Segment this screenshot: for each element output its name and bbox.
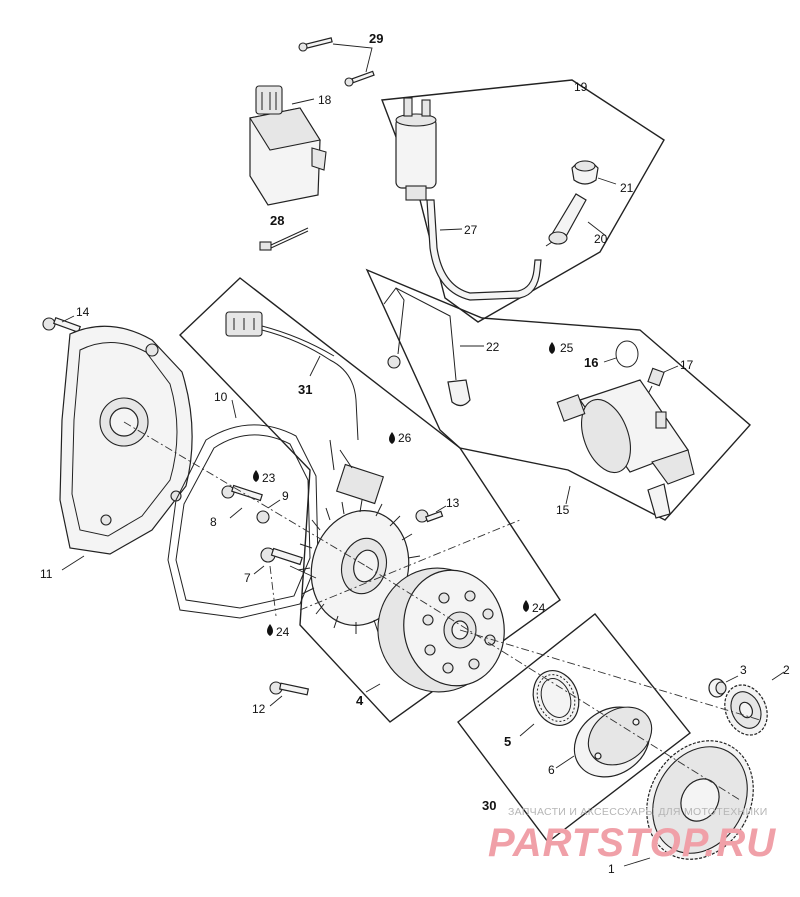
lubricant-drop-icon (523, 600, 529, 612)
callout-16: 16 (584, 355, 598, 370)
callout-23: 23 (262, 471, 276, 485)
callout-3: 3 (740, 663, 747, 677)
callout-10: 10 (214, 390, 228, 404)
callout-19: 19 (574, 80, 588, 94)
washer-9 (256, 510, 270, 524)
battery-cable-22 (383, 287, 471, 407)
bolt-29a (298, 37, 333, 52)
callout-24a: 24 (532, 601, 546, 615)
o-ring-16 (615, 340, 639, 368)
lubricant-drop-icon (549, 342, 555, 354)
cable-tie-28 (259, 227, 309, 251)
callout-4: 4 (356, 693, 364, 708)
stator-assembly (297, 499, 421, 634)
callout-6: 6 (548, 763, 555, 777)
frame-ignition-coil-group (381, 79, 665, 323)
lubricant-drop-icon (267, 624, 273, 636)
bolt-7 (260, 547, 303, 566)
callout-26: 26 (398, 431, 412, 445)
callout-31: 31 (298, 382, 312, 397)
callout-2: 2 (783, 663, 790, 677)
clutch-housing-6 (573, 706, 653, 778)
frame-starter-group (365, 268, 751, 521)
wire-harness-31 (225, 311, 359, 441)
ignition-coil-19 (395, 97, 437, 201)
callout-30: 30 (482, 798, 496, 813)
frame-clutch-group (457, 613, 691, 843)
callout-8: 8 (210, 515, 217, 529)
bolt-17 (645, 367, 665, 399)
bolt-14 (42, 316, 82, 334)
callout-27: 27 (464, 223, 478, 237)
callout-9: 9 (282, 489, 289, 503)
pickup-coil-26 (329, 439, 385, 505)
callout-5: 5 (504, 734, 511, 749)
generator-cover-11 (59, 325, 193, 555)
callout-12: 12 (252, 702, 266, 716)
cdi-unit-18 (249, 85, 327, 206)
callout-14: 14 (76, 305, 90, 319)
callout-25: 25 (560, 341, 574, 355)
high-tension-lead-27 (426, 199, 542, 301)
bolt-12 (269, 681, 310, 696)
watermark-tagline: ЗАПЧАСТИ И АКСЕССУАРЫ ДЛЯ МОТОТЕХНИКИ (508, 806, 768, 818)
callout-15: 15 (556, 503, 570, 517)
callout-20: 20 (594, 232, 608, 246)
callout-24b: 24 (276, 625, 290, 639)
callout-18: 18 (318, 93, 332, 107)
idle-gear-2 (724, 684, 768, 736)
cover-gasket-10 (167, 424, 319, 619)
lubricant-drop-icon (253, 470, 259, 482)
lubricant-drop-icon (389, 432, 395, 444)
starter-motor-15 (556, 379, 695, 519)
callout-21: 21 (620, 181, 634, 195)
callout-7: 7 (244, 571, 251, 585)
watermark-brand: PARTSTOP.RU (488, 821, 776, 865)
callout-22: 22 (486, 340, 500, 354)
bolt-13 (415, 509, 444, 523)
bolt-8 (221, 484, 263, 502)
seal-cap-21 (571, 160, 599, 185)
callout-11: 11 (40, 567, 53, 581)
callout-29: 29 (369, 31, 383, 46)
one-way-clutch-5 (532, 670, 580, 726)
callout-1: 1 (608, 862, 615, 876)
starter-driven-gear-1 (646, 740, 754, 860)
callout-17: 17 (680, 358, 694, 372)
callout-13: 13 (446, 496, 460, 510)
spark-plug-cap-20 (545, 193, 587, 247)
callout-28: 28 (270, 213, 284, 228)
bushing-3 (708, 678, 727, 698)
bolt-29b (344, 70, 375, 87)
